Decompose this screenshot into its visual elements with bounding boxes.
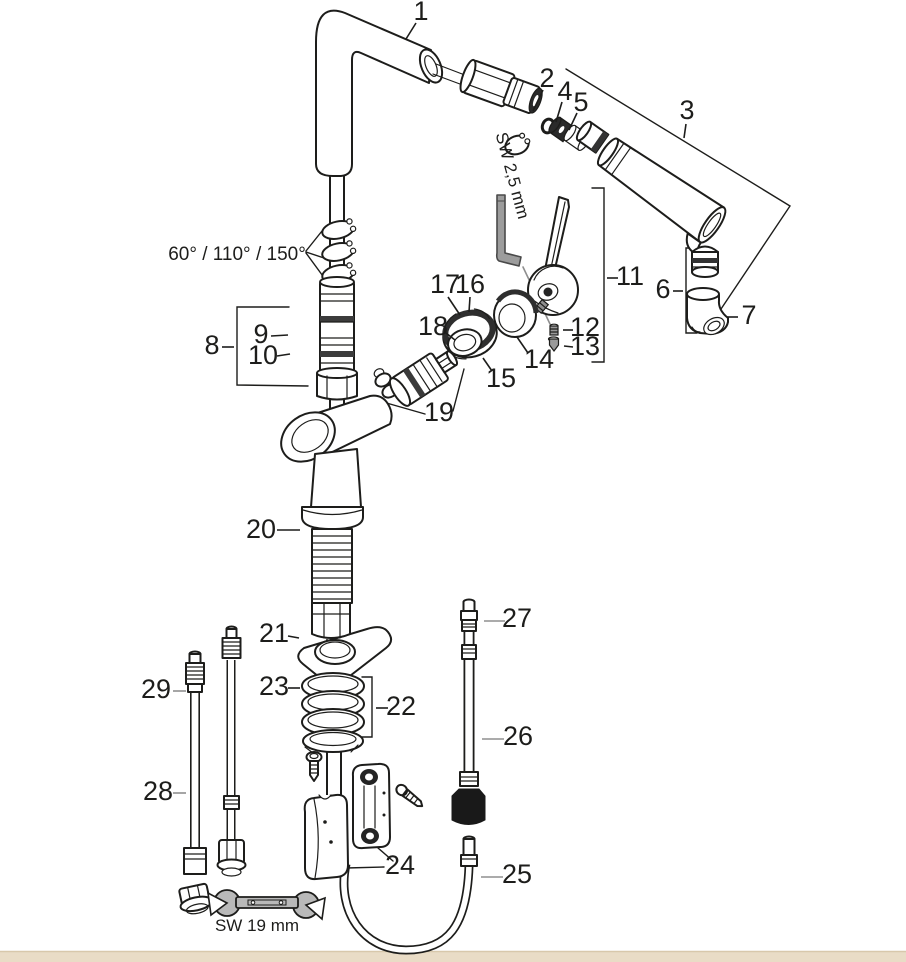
callout-20: 20 xyxy=(246,514,276,544)
cartridge xyxy=(373,350,459,407)
wrench-size-label: SW 19 mm xyxy=(215,916,299,935)
callout-11: 11 xyxy=(616,261,644,291)
callout-line-18 xyxy=(445,332,456,341)
callout-4: 4 xyxy=(557,76,572,106)
callout-14: 14 xyxy=(524,344,554,374)
set-screws xyxy=(547,323,560,352)
callout-line-5 xyxy=(568,112,578,131)
faucet-body xyxy=(280,394,393,813)
callout-5: 5 xyxy=(573,87,588,117)
callout-1: 1 xyxy=(413,0,428,26)
hose-weight xyxy=(303,762,391,881)
callout-line-10 xyxy=(276,353,291,357)
callout-13: 13 xyxy=(570,331,600,361)
callout-25: 25 xyxy=(502,859,532,889)
swivel-clips xyxy=(321,215,360,284)
callout-8: 8 xyxy=(204,330,219,360)
callout-10: 10 xyxy=(248,340,278,370)
callout-3: 3 xyxy=(679,95,694,125)
footer-strip xyxy=(0,950,906,962)
callout-28: 28 xyxy=(143,776,173,806)
callout-line-2 xyxy=(532,89,544,112)
callout-line-13 xyxy=(563,345,574,348)
callout-26: 26 xyxy=(503,721,533,751)
callout-6: 6 xyxy=(655,274,670,304)
swivel-angle-label: 60° / 110° / 150° xyxy=(168,244,306,265)
callout-line-21 xyxy=(287,635,300,639)
callout-24: 24 xyxy=(385,850,415,880)
callout-18: 18 xyxy=(418,311,448,341)
pullout-hose xyxy=(451,598,486,867)
aerator-parts xyxy=(686,245,729,336)
cartridge-nut-rings xyxy=(442,308,498,360)
callout-line-1 xyxy=(405,22,417,40)
handle-assembly xyxy=(527,196,579,316)
mounting-plate xyxy=(297,602,392,686)
callout-15: 15 xyxy=(486,363,516,393)
callout-23: 23 xyxy=(259,671,289,701)
callout-19: 19 xyxy=(424,397,454,427)
callout-line-17 xyxy=(447,296,461,316)
callout-line-16 xyxy=(468,296,471,313)
spray-head xyxy=(575,120,727,256)
spray-sleeve xyxy=(493,289,539,338)
callout-line-9 xyxy=(270,334,289,337)
callout-7: 7 xyxy=(741,300,756,330)
weight-screw xyxy=(395,783,424,808)
callout-29: 29 xyxy=(141,674,171,704)
callout-27: 27 xyxy=(502,603,532,633)
hose-loop xyxy=(339,863,474,955)
oring-stack xyxy=(301,672,365,754)
allen-key xyxy=(495,194,522,267)
callout-2: 2 xyxy=(539,63,554,93)
callout-line-4 xyxy=(555,101,563,123)
supply-hose-a xyxy=(178,650,213,915)
spout-arm xyxy=(315,9,444,283)
callout-12: 12 xyxy=(570,312,600,342)
fixing-screw xyxy=(305,751,323,782)
swivel-sleeve xyxy=(316,276,358,413)
wrench xyxy=(206,889,326,921)
callout-line-14 xyxy=(516,336,529,354)
callout-16: 16 xyxy=(455,269,485,299)
supply-hose-b xyxy=(216,625,247,877)
spout-end-parts xyxy=(432,58,591,156)
callout-22: 22 xyxy=(386,691,416,721)
callout-line-3 xyxy=(683,123,687,139)
callout-21: 21 xyxy=(259,618,289,648)
callout-9: 9 xyxy=(253,319,268,349)
callout-17: 17 xyxy=(430,269,460,299)
callout-line-15 xyxy=(482,357,493,372)
